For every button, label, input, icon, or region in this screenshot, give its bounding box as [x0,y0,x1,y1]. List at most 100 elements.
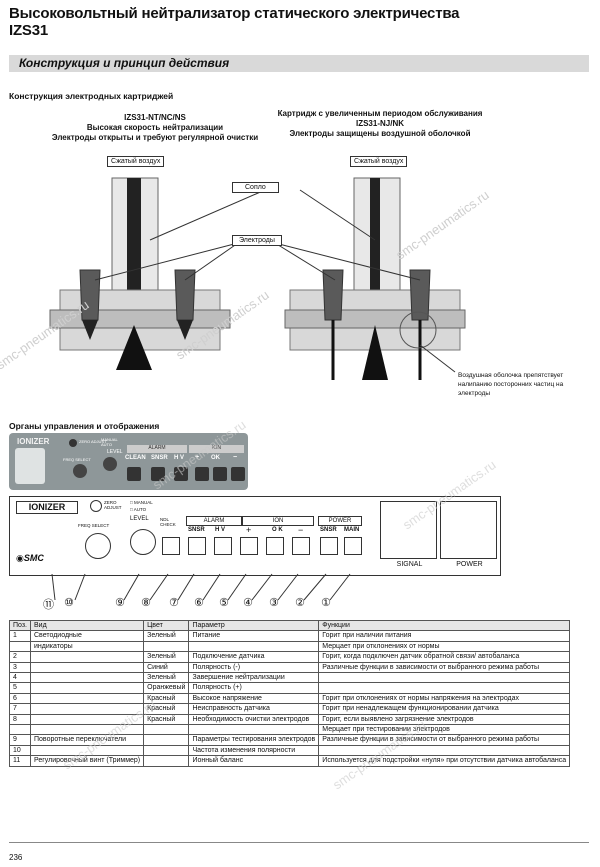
drawing-zero-adjust: ZERO ADJUST [104,500,122,510]
table-row: Мерцает при тестировании электродов [9,724,571,736]
table-cell: 9 [9,734,31,746]
photo-led-3 [231,467,245,481]
photo-level: LEVEL [107,449,123,455]
drawing-ion: ION [242,516,314,526]
left-nozzle-core [127,178,141,318]
callout-lines [51,573,351,601]
table-cell: Горит при ненадлежащем функционировании … [318,703,571,715]
table-cell: 1 [9,630,31,642]
controls-heading: Органы управления и отображения [9,421,160,431]
table-cell [29,672,145,684]
table-cell [318,744,571,757]
photo-snsr: SNSR [151,455,168,461]
table-cell: Красный [143,703,190,715]
table-cell: Используется для подстройки «нуля» при о… [318,755,571,767]
photo-zero-knob[interactable] [69,439,77,447]
title-line-1: Высоковольтный нейтрализатор статическог… [9,5,460,22]
drawing-minus: − [298,525,304,535]
table-cell [188,640,320,653]
table-cell [318,672,571,684]
table-cell: Различные функции в зависимости от выбра… [318,734,571,746]
callout-4: ④ [243,597,253,609]
table-cell: 4 [9,672,31,684]
table-cell: 5 [9,682,31,694]
section-title: Конструкция и принцип действия [19,56,230,70]
table-cell: Зеленый [143,651,190,663]
table-cell: Завершение нейтрализации [188,672,320,684]
table-cell: Зеленый [143,630,190,642]
photo-level-dial[interactable] [103,457,117,471]
right-line-1: Картридж с увеличенным периодом обслужив… [277,109,483,118]
air-sheath-note: Воздушная оболочка препятствует налипани… [458,372,564,397]
svg-text:smc-pneumatics.ru: smc-pneumatics.ru [393,187,492,262]
photo-freq-select: FREQ SELECT [63,457,91,462]
table-cell: 2 [9,651,31,663]
photo-ok: OK [211,455,220,461]
photo-plus: + [195,454,200,461]
photo-clean: CLEAN [125,455,146,461]
left-electrode-2 [174,269,196,321]
table-cell [9,724,31,736]
callout-1: ① [321,597,331,609]
table-cell [143,640,190,653]
drawing-brand: IONIZER [16,501,78,514]
photo-zero-adjust: ZERO ADJUST [79,439,107,444]
table-cell [318,682,571,694]
callout-9: ⑨ [115,597,125,609]
callout-7: ⑦ [169,597,179,609]
table-cell: Ионный баланс [188,755,320,767]
col-pos: Поз. [9,619,31,632]
signal-label: SIGNAL [396,561,423,568]
table-cell: Горит, если выявлено загрязнение электро… [318,713,571,726]
air-label-left: Сжатый воздух [107,156,165,167]
photo-brand: IONIZER [17,437,50,446]
table-cell: Мерцает при отклонениях от нормы [318,640,571,653]
right-cartridge-caption: Картридж с увеличенным периодом обслужив… [265,109,495,139]
drawing-ok: O K [272,527,283,533]
drawing-plus: + [246,525,252,535]
col-type: Вид [29,619,145,632]
table-cell: Подключение датчика [188,651,320,663]
drawing-snsr-2: SNSR [320,527,337,533]
callout-6: ⑥ [194,597,204,609]
table-cell: индикаторы [29,640,145,653]
photo-led-5 [195,467,209,481]
callout-2: ② [295,597,305,609]
freq-select-dial[interactable] [85,533,111,559]
led-2 [320,537,338,555]
table-cell: Различные функции в зависимости от выбра… [318,661,571,674]
panel-drawing: IONIZER ◉SMC ZERO ADJUST □ MANUAL □ AUTO… [9,496,501,576]
photo-ion: ION [189,445,244,453]
level-dial[interactable] [130,529,156,555]
table-cell [143,744,190,757]
photo-freq-dial[interactable] [73,464,87,478]
led-3 [292,537,310,555]
zero-adjust-screw[interactable] [90,500,102,512]
left-cartridge-caption: IZS31-NT/NC/NS Высокая скорость нейтрали… [40,113,270,143]
table-cell [143,734,190,746]
left-line-3: Электроды открыты и требуют регулярной о… [51,133,259,142]
col-color: Цвет [143,619,190,632]
table-cell: Горит, когда подключен датчик обратной с… [318,651,571,663]
left-airflow-cone [116,325,152,370]
led-5 [240,537,258,555]
air-label-right: Сжатый воздух [350,156,408,167]
footer-rule [9,842,589,843]
table-header-row: Поз. Вид Цвет Параметр Функции [9,619,571,632]
table-cell: Горит при отклонениях от нормы напряжени… [318,692,571,705]
electrodes-label: Электроды [232,235,282,246]
col-parameter: Параметр [188,619,320,632]
left-model: IZS31-NT/NC/NS [124,113,186,122]
table-cell: 6 [9,692,31,705]
photo-led-6 [174,467,188,481]
table-cell [29,661,145,674]
callout-3: ③ [269,597,279,609]
table-cell: Необходимость очистки электродов [188,713,320,726]
smc-logo-icon: ◉ [16,553,24,563]
section-band: Конструкция и принцип действия [9,55,589,72]
